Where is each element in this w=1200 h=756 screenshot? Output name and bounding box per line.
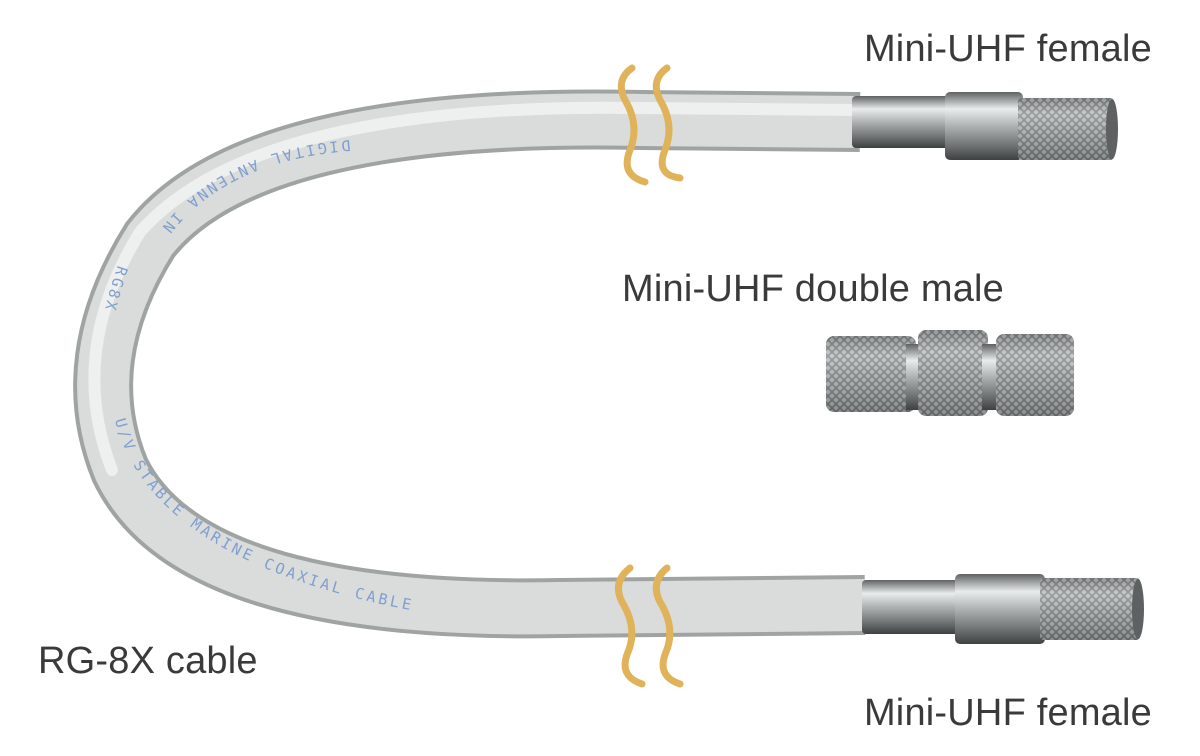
break-mark-bottom — [614, 564, 684, 688]
mini-uhf-double-male-adapter — [826, 330, 1074, 416]
label-adapter: Mini-UHF double male — [622, 268, 1005, 310]
label-bottom-connector: Mini-UHF female — [863, 692, 1152, 734]
mini-uhf-female-bottom — [862, 574, 1144, 644]
break-mark-top — [617, 64, 684, 186]
label-top-connector: Mini-UHF female — [863, 28, 1152, 70]
mini-uhf-female-top — [852, 92, 1118, 160]
label-cable: RG-8X cable — [38, 640, 258, 682]
